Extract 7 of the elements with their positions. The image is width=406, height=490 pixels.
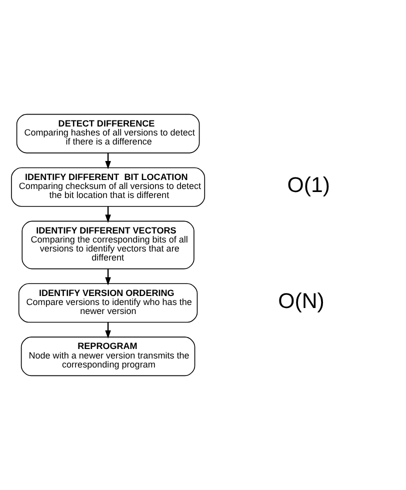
label: O(N) <box>278 289 324 314</box>
node-box: IDENTIFY VERSION ORDERING Compare versions to identify who has the newer version <box>18 283 198 323</box>
node-box: REPROGRAM Node with a newer version transmits the corresponding program <box>20 336 196 376</box>
node-box: DETECT DIFFERENCE Comparing hashes of all versions to detect if there is a difference <box>16 114 200 154</box>
node-box: IDENTIFY DIFFERENT BIT LOCATION Comparing checksum of all versions to detect the bit location that is different <box>11 167 206 207</box>
node-box: IDENTIFY DIFFERENT VECTORS Comparing the corresponding bits of all versions to identify vectors that are different <box>22 220 194 270</box>
label: O(1) <box>287 173 330 198</box>
